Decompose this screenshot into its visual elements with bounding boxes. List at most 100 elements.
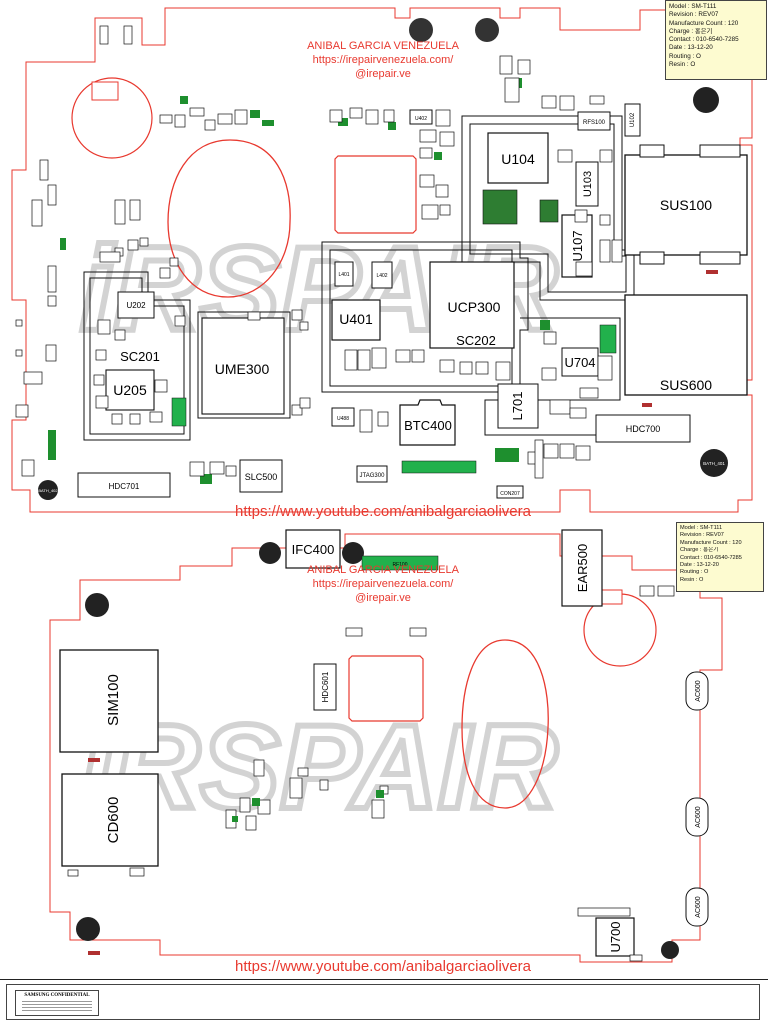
chip-rfs100-label: RFS100 bbox=[583, 120, 606, 126]
top-circle-notch bbox=[91, 81, 119, 101]
watermark-youtube-top: https://www.youtube.com/anibalgarciaoliv… bbox=[235, 503, 531, 520]
green-small-6 bbox=[495, 448, 519, 462]
green-small-10 bbox=[540, 320, 550, 330]
connector-slc500-label: SLC500 bbox=[245, 472, 278, 482]
green-small-3 bbox=[262, 120, 274, 126]
info-top-resin: Resin : O bbox=[669, 61, 696, 69]
connector-hdc601-label: HDC601 bbox=[321, 671, 330, 702]
info-bottom-resin: Resin : O bbox=[680, 576, 704, 583]
info-top-date: Date : 13-12-20 bbox=[669, 44, 713, 52]
shield-top-right-inner bbox=[469, 123, 627, 293]
connector-jtag300-label: JTAG300 bbox=[360, 473, 386, 479]
screw-hole-top-bottom-right bbox=[700, 449, 728, 477]
chip-u104 bbox=[487, 132, 549, 184]
screw-hole-top-center bbox=[409, 18, 433, 42]
green-small-5 bbox=[388, 122, 396, 130]
chip-u401 bbox=[331, 299, 381, 341]
bottom-green-parts bbox=[232, 790, 384, 822]
inductor-l402 bbox=[371, 261, 393, 289]
top-components: U104 SUS100 U107 U103 UCP300 SC202 U401 … bbox=[38, 103, 748, 499]
info-bottom-model: Model : SM-T111 bbox=[680, 525, 723, 531]
info-box-top: Model : SM-T111 Revision : REV07 Manufac… bbox=[665, 0, 767, 80]
bath-401-label: BATH_401 bbox=[703, 461, 725, 466]
green-u105 bbox=[539, 199, 559, 223]
screw-hole-top-left bbox=[38, 480, 58, 500]
info-top-contact: Contact : 010-6540-7285 bbox=[669, 36, 739, 44]
chip-u700-label: U700 bbox=[608, 921, 623, 952]
connector-jtag300 bbox=[356, 465, 388, 483]
green-sc202-pad bbox=[599, 324, 617, 354]
connector-hdc700 bbox=[595, 414, 691, 443]
info-bottom-revision: Revision : REV07 bbox=[680, 532, 724, 539]
info-box-bottom: Model : SM-T111 Revision : REV07 Manufac… bbox=[676, 522, 764, 592]
chip-ucp300-label: UCP300 bbox=[448, 299, 501, 315]
connector-sim100-label: SIM100 bbox=[105, 674, 122, 726]
rf100-label: RF100 bbox=[392, 562, 407, 568]
red-pad-3 bbox=[706, 270, 718, 274]
chip-u401-label: U401 bbox=[339, 311, 373, 327]
connector-sus600 bbox=[624, 294, 748, 396]
chip-u104-label: U104 bbox=[501, 151, 535, 167]
pad-ac600-3-label: AC600 bbox=[695, 896, 702, 918]
chip-u402-label: U402 bbox=[415, 116, 427, 122]
chip-u202-label: U202 bbox=[126, 301, 146, 310]
confidential-lines bbox=[16, 1001, 98, 1011]
screw-hole-top-right bbox=[693, 87, 719, 113]
bottom-board-outline bbox=[49, 533, 723, 963]
chip-ume300-label: UME300 bbox=[215, 361, 270, 377]
info-bottom-date: Date : 13-12-20 bbox=[680, 561, 719, 568]
pad-ac600-3 bbox=[685, 887, 709, 927]
red-pad-2 bbox=[88, 951, 100, 955]
chip-rfs100 bbox=[577, 111, 611, 131]
top-battery-pad-shape bbox=[167, 139, 291, 298]
green-strip-center bbox=[401, 460, 477, 474]
connector-cd600-label: CD600 bbox=[105, 797, 122, 844]
pad-ac600-1-label: AC600 bbox=[695, 680, 702, 702]
connector-ear500-label: EAR500 bbox=[575, 544, 590, 592]
confidential-block: SAMSUNG CONFIDENTIAL bbox=[15, 990, 99, 1016]
green-small-9 bbox=[434, 152, 442, 160]
bottom-components: IFC400 RF100 EAR500 SIM100 CD600 HDC601 … bbox=[59, 529, 709, 957]
green-small-11 bbox=[200, 474, 212, 484]
connector-sus100-label: SUS100 bbox=[660, 197, 712, 213]
red-pad-1 bbox=[88, 758, 100, 762]
info-bottom-charge: Charge : 홍은기 bbox=[680, 547, 719, 554]
top-keepout-square bbox=[334, 155, 417, 234]
connector-ifc400-label: IFC400 bbox=[292, 542, 335, 557]
pad-ac600-1 bbox=[685, 671, 709, 711]
watermark-site-bottom: https://irepairvenezuela.com/ bbox=[312, 578, 454, 590]
watermark-youtube-bottom: https://www.youtube.com/anibalgarciaoliv… bbox=[235, 958, 531, 975]
confidential-label: SAMSUNG CONFIDENTIAL bbox=[24, 993, 90, 998]
connector-sus100-tab4 bbox=[699, 251, 741, 265]
chip-u205 bbox=[105, 369, 155, 411]
inductor-l701 bbox=[497, 383, 539, 429]
inductor-l701-label: L701 bbox=[510, 392, 525, 421]
connector-sus100-tab3 bbox=[639, 251, 665, 265]
inductor-l401 bbox=[334, 261, 354, 287]
connector-cd600 bbox=[61, 773, 159, 867]
chip-u704 bbox=[561, 347, 599, 377]
green-small-4 bbox=[338, 118, 348, 126]
watermark-name-bottom: ANIBAL GARCIA VENEZUELA bbox=[307, 564, 459, 576]
inductor-l401-label: L401 bbox=[338, 272, 349, 278]
bottom-keepout-square bbox=[348, 655, 424, 722]
info-top-count: Manufacture Count : 120 bbox=[669, 19, 739, 27]
screw-hole-bottom-5 bbox=[661, 941, 679, 959]
connector-slc500 bbox=[239, 459, 283, 493]
screw-hole-bottom-2 bbox=[342, 542, 364, 564]
info-bottom-contact: Contact : 010-6540-7285 bbox=[680, 554, 742, 561]
chip-u205-label: U205 bbox=[113, 382, 147, 398]
chip-u402 bbox=[409, 109, 433, 125]
chip-u103-label: U103 bbox=[582, 171, 594, 197]
connector-sus100-tab2 bbox=[699, 144, 741, 158]
watermark-handle-bottom: @irepair.ve bbox=[355, 592, 411, 604]
chip-u102-label: U102 bbox=[630, 112, 636, 127]
chip-u704-label: U704 bbox=[564, 355, 595, 370]
green-small-7 bbox=[48, 430, 56, 460]
top-smd-parts bbox=[15, 25, 623, 479]
green-small-12 bbox=[250, 110, 260, 118]
screw-hole-top-center2 bbox=[475, 18, 499, 42]
connector-con207-label: CON207 bbox=[500, 491, 520, 497]
info-bottom-count: Manufacture Count : 120 bbox=[680, 539, 742, 546]
pad-ac600-2 bbox=[685, 797, 709, 837]
